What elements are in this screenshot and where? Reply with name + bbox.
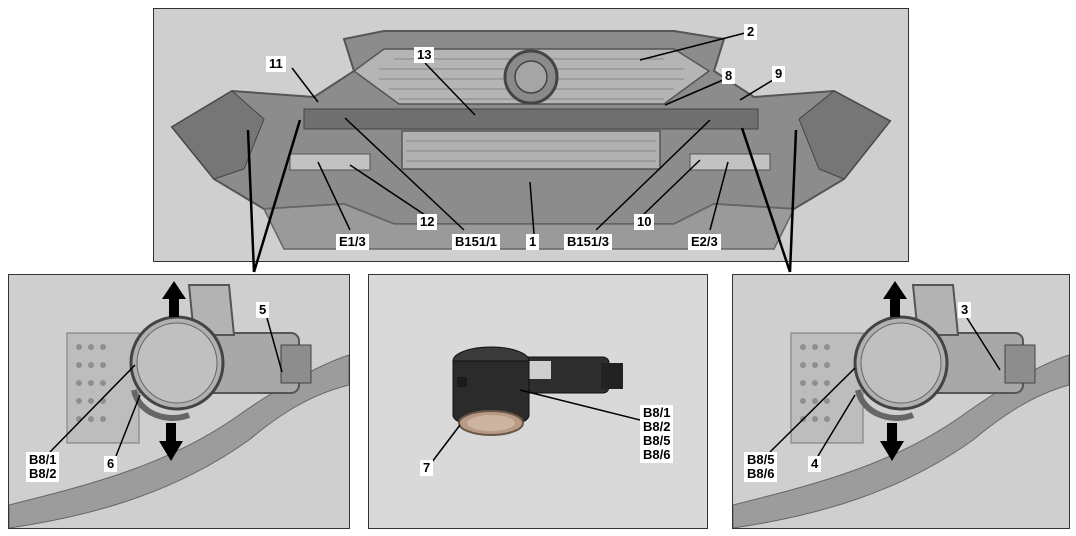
callout-b8-1-b8-2: B8/1 B8/2 bbox=[26, 452, 60, 482]
wiring-harness bbox=[733, 354, 1069, 528]
callout-e2-3: E2/3 bbox=[688, 234, 721, 250]
arrow-up-icon bbox=[162, 281, 186, 317]
left-fog-light-housing bbox=[289, 153, 371, 171]
sensor-plug bbox=[1004, 344, 1036, 384]
lower-grille bbox=[401, 130, 661, 170]
left-sensor-photo-panel bbox=[8, 274, 350, 529]
sensor-label-sticker bbox=[529, 361, 551, 379]
callout-4: 4 bbox=[808, 456, 822, 472]
wiring-harness bbox=[9, 354, 349, 528]
callout-b151-3: B151/3 bbox=[564, 234, 612, 250]
callout-13: 13 bbox=[414, 47, 435, 63]
right-sensor-photo-panel bbox=[732, 274, 1070, 529]
callout-b151-1: B151/1 bbox=[452, 234, 500, 250]
callout-b8-5-b8-6: B8/5 B8/6 bbox=[744, 452, 778, 482]
callout-11: 11 bbox=[266, 56, 286, 72]
callout-b8-2: B8/2 bbox=[29, 466, 57, 481]
callout-b8-1: B8/1 bbox=[643, 405, 671, 420]
callout-6: 6 bbox=[104, 456, 118, 472]
callout-10: 10 bbox=[634, 214, 655, 230]
callout-8: 8 bbox=[722, 68, 736, 84]
right-sensor-illustration bbox=[733, 281, 1069, 528]
callout-e1-3: E1/3 bbox=[336, 234, 369, 250]
callout-b8-1: B8/1 bbox=[29, 452, 57, 467]
sensor-plug bbox=[280, 344, 312, 384]
bumper-photo-panel bbox=[153, 8, 909, 262]
callout-b8-5: B8/5 bbox=[747, 452, 775, 467]
callout-b8-6: B8/6 bbox=[643, 447, 671, 462]
callout-b8-5: B8/5 bbox=[643, 433, 671, 448]
sensor-plug-end bbox=[601, 363, 623, 389]
arrow-up-icon bbox=[883, 281, 907, 317]
callout-12: 12 bbox=[417, 214, 438, 230]
arrow-down-icon bbox=[159, 423, 183, 461]
left-sensor-illustration bbox=[9, 281, 349, 528]
bumper-illustration bbox=[170, 30, 892, 250]
retaining-ring bbox=[855, 389, 915, 421]
callout-1: 1 bbox=[526, 234, 540, 250]
callout-3: 3 bbox=[958, 302, 972, 318]
sensor-detail-panel bbox=[368, 274, 708, 529]
callout-b8-6: B8/6 bbox=[747, 466, 775, 481]
callout-7: 7 bbox=[420, 460, 434, 476]
sensor-detail-illustration bbox=[369, 275, 707, 528]
bumper-crossmember bbox=[303, 108, 759, 130]
callout-9: 9 bbox=[772, 66, 786, 82]
arrow-down-icon bbox=[880, 423, 904, 461]
callout-b8-2: B8/2 bbox=[643, 419, 671, 434]
right-bumper-wing bbox=[798, 90, 891, 180]
right-fog-light-housing bbox=[689, 153, 771, 171]
callout-b8-group: B8/1 B8/2 B8/5 B8/6 bbox=[640, 405, 674, 463]
callout-5: 5 bbox=[256, 302, 270, 318]
callout-2: 2 bbox=[744, 24, 758, 40]
